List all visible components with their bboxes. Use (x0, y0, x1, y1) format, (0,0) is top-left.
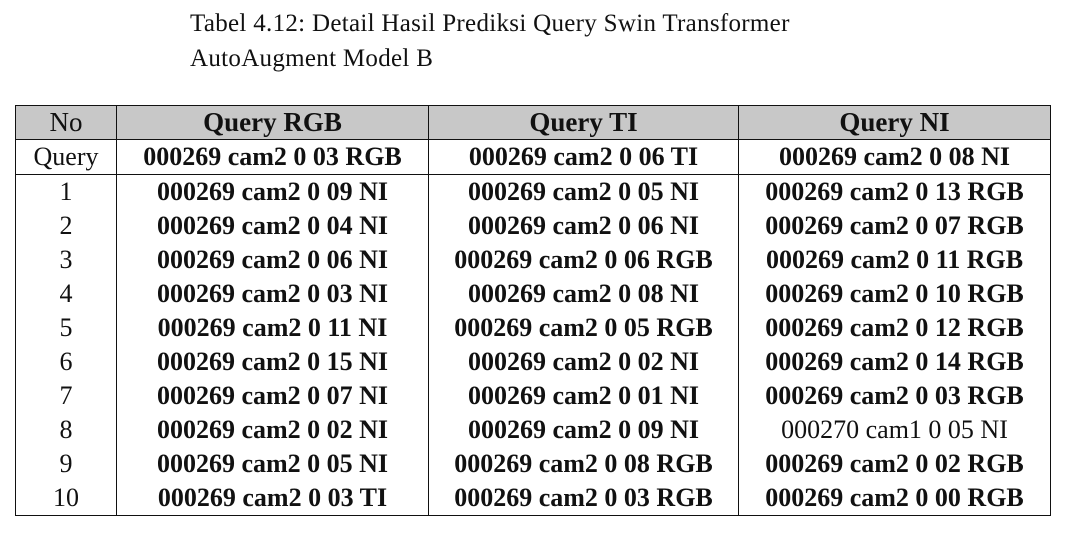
result-rgb-cell: 000269 cam2 0 09 NI (116, 174, 429, 209)
result-rgb-cell: 000269 cam2 0 11 NI (116, 311, 429, 345)
result-rgb-cell: 000269 cam2 0 05 NI (116, 447, 429, 481)
query-ni-cell: 000269 cam2 0 08 NI (738, 139, 1051, 175)
prediction-table: No Query RGB Query TI Query NI Query 000… (15, 105, 1051, 516)
result-ti-cell: 000269 cam2 0 06 NI (428, 209, 739, 243)
row-number: 7 (15, 379, 117, 413)
result-ti-cell: 000269 cam2 0 09 NI (428, 413, 739, 447)
result-ni-cell: 000269 cam2 0 07 RGB (738, 209, 1051, 243)
row-number: 2 (15, 209, 117, 243)
query-row-label: Query (15, 139, 117, 175)
result-rgb-cell: 000269 cam2 0 15 NI (116, 345, 429, 379)
result-ti-cell: 000269 cam2 0 08 NI (428, 277, 739, 311)
result-rgb-cell: 000269 cam2 0 02 NI (116, 413, 429, 447)
result-ti-cell: 000269 cam2 0 01 NI (428, 379, 739, 413)
result-ti-cell: 000269 cam2 0 03 RGB (428, 481, 739, 516)
result-ti-cell: 000269 cam2 0 02 NI (428, 345, 739, 379)
result-rgb-cell: 000269 cam2 0 03 NI (116, 277, 429, 311)
result-ni-cell: 000269 cam2 0 13 RGB (738, 174, 1051, 209)
result-rgb-cell: 000269 cam2 0 07 NI (116, 379, 429, 413)
result-ni-cell: 000270 cam1 0 05 NI (738, 413, 1051, 447)
caption-line-1: Tabel 4.12: Detail Hasil Prediksi Query … (190, 10, 790, 37)
row-number: 5 (15, 311, 117, 345)
result-ti-cell: 000269 cam2 0 05 RGB (428, 311, 739, 345)
result-rgb-cell: 000269 cam2 0 03 TI (116, 481, 429, 516)
row-number: 6 (15, 345, 117, 379)
table-caption: Tabel 4.12: Detail Hasil Prediksi Query … (190, 6, 1010, 76)
result-ni-cell: 000269 cam2 0 14 RGB (738, 345, 1051, 379)
table-header-row: No Query RGB Query TI Query NI (15, 105, 1051, 140)
result-ti-cell: 000269 cam2 0 08 RGB (428, 447, 739, 481)
result-ni-cell: 000269 cam2 0 11 RGB (738, 243, 1051, 277)
result-ni-cell: 000269 cam2 0 10 RGB (738, 277, 1051, 311)
header-query-ni: Query NI (738, 105, 1051, 140)
header-query-ti: Query TI (428, 105, 739, 140)
result-rgb-cell: 000269 cam2 0 06 NI (116, 243, 429, 277)
header-query-rgb: Query RGB (116, 105, 429, 140)
row-number: 10 (15, 481, 117, 516)
result-rgb-cell: 000269 cam2 0 04 NI (116, 209, 429, 243)
row-number: 4 (15, 277, 117, 311)
row-number: 1 (15, 174, 117, 209)
header-no: No (15, 105, 117, 140)
result-ni-cell: 000269 cam2 0 03 RGB (738, 379, 1051, 413)
row-number: 3 (15, 243, 117, 277)
query-ti-cell: 000269 cam2 0 06 TI (428, 139, 739, 175)
row-number: 9 (15, 447, 117, 481)
caption-line-2: AutoAugment Model B (190, 45, 434, 72)
result-ni-cell: 000269 cam2 0 00 RGB (738, 481, 1051, 516)
query-row: Query 000269 cam2 0 03 RGB 000269 cam2 0… (15, 139, 1051, 175)
result-ni-cell: 000269 cam2 0 12 RGB (738, 311, 1051, 345)
result-ni-cell: 000269 cam2 0 02 RGB (738, 447, 1051, 481)
query-rgb-cell: 000269 cam2 0 03 RGB (116, 139, 429, 175)
row-number: 8 (15, 413, 117, 447)
result-ti-cell: 000269 cam2 0 06 RGB (428, 243, 739, 277)
result-ti-cell: 000269 cam2 0 05 NI (428, 174, 739, 209)
